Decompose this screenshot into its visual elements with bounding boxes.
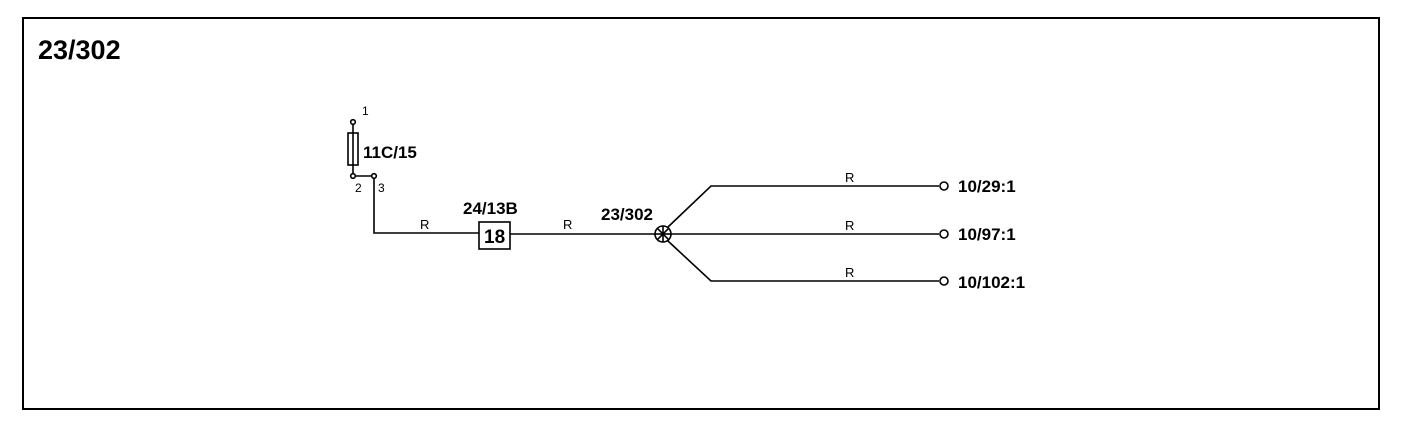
connector-box — [478, 221, 511, 250]
diagram-title: 23/302 — [38, 35, 121, 65]
wire-branch-top-color: R — [845, 170, 854, 185]
terminal-top-circle — [939, 181, 949, 191]
wire-branch-top — [667, 185, 939, 228]
connector-24-13b: 18 24/13B — [463, 199, 518, 250]
terminal-middle-label: 10/97:1 — [958, 225, 1016, 244]
splice-label: 23/302 — [601, 205, 653, 224]
fuse-label: 11C/15 — [363, 143, 417, 162]
fuse-pin-3-terminal — [370, 172, 378, 180]
connector-label: 24/13B — [463, 199, 518, 218]
fuse-11c-15: 11C/15 1 2 3 — [347, 104, 417, 195]
terminal-bottom-label: 10/102:1 — [958, 273, 1025, 292]
connector-pin-number: 18 — [484, 227, 505, 248]
terminal-middle-circle — [939, 229, 949, 239]
fuse-pin-2-terminal — [349, 172, 357, 180]
wire-branch-middle-color: R — [845, 218, 854, 233]
fuse-pin-3-label: 3 — [378, 181, 385, 195]
wire-connector-to-splice-color: R — [563, 217, 572, 232]
wire-fuse-to-connector — [373, 178, 479, 234]
wire-fuse-to-connector-color: R — [420, 217, 429, 232]
wire-branch-bottom — [667, 240, 939, 282]
fuse-pin-1-label: 1 — [362, 104, 369, 118]
fuse-pin-2-label: 2 — [355, 181, 362, 195]
terminal-top-label: 10/29:1 — [958, 177, 1016, 196]
terminal-bottom-circle — [939, 276, 949, 286]
wire-branch-bottom-color: R — [845, 265, 854, 280]
splice-23-302: 23/302 — [601, 205, 672, 243]
fuse-pin-1-terminal — [349, 118, 357, 126]
diagram-frame — [22, 17, 1380, 410]
